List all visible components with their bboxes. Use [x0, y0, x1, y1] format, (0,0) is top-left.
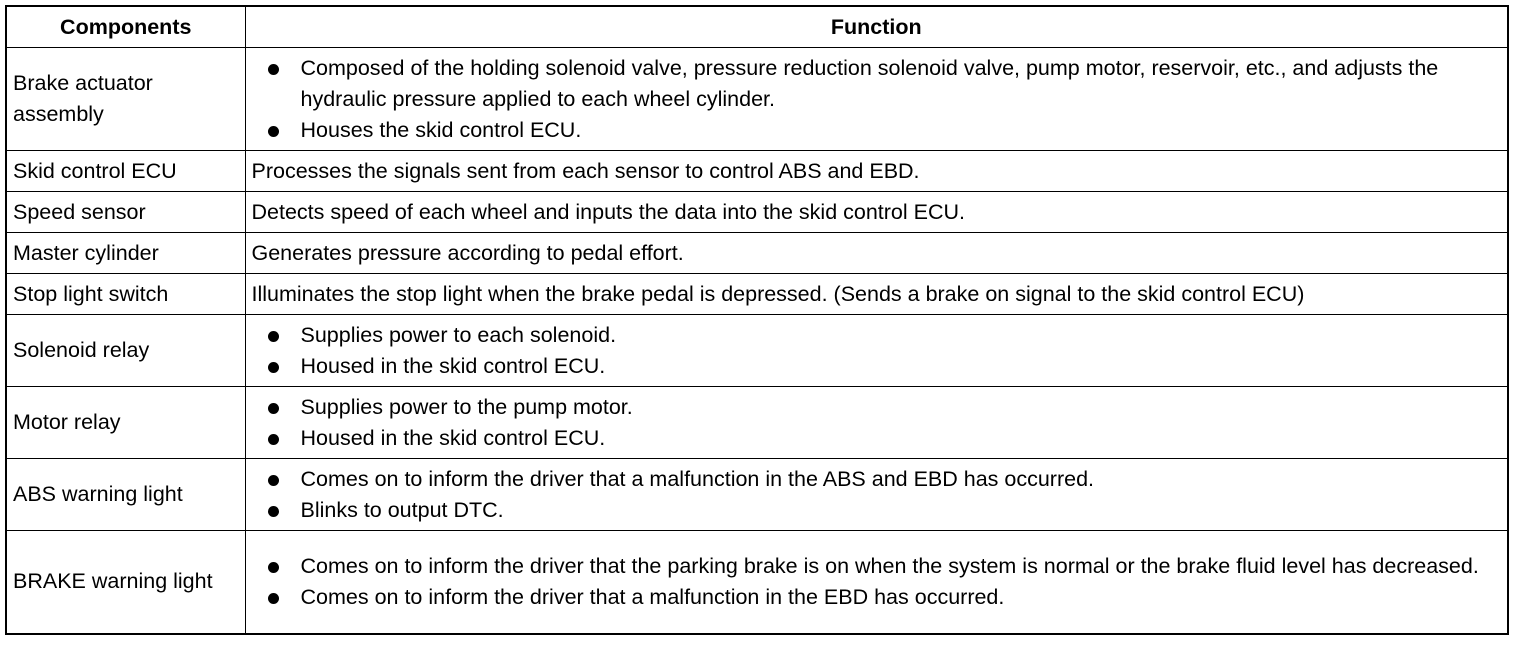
- component-cell: Motor relay: [5, 386, 246, 459]
- table-row: Master cylinder Generates pressure accor…: [5, 232, 1509, 274]
- bullet-icon: [267, 433, 279, 445]
- table-row: BRAKE warning light Comes on to inform t…: [5, 530, 1509, 634]
- component-cell: Speed sensor: [5, 191, 246, 233]
- bullet-text: Composed of the holding solenoid valve, …: [300, 55, 1439, 111]
- function-bullet-list: Comes on to inform the driver that a mal…: [267, 464, 1502, 526]
- function-cell: Comes on to inform the driver that a mal…: [244, 458, 1509, 531]
- bullet-icon: [267, 474, 279, 486]
- table-row: Solenoid relay Supplies power to each so…: [5, 314, 1509, 387]
- component-cell: Skid control ECU: [5, 150, 246, 192]
- function-bullet-list: Supplies power to the pump motor. Housed…: [267, 392, 1502, 454]
- bullet-icon: [267, 330, 279, 342]
- bullet-text: Housed in the skid control ECU.: [300, 353, 606, 378]
- bullet-text: Supplies power to the pump motor.: [300, 394, 633, 419]
- document: Components Function Brake actuator assem…: [5, 5, 1509, 635]
- function-cell: Detects speed of each wheel and inputs t…: [244, 191, 1509, 233]
- component-cell: Solenoid relay: [5, 314, 246, 387]
- function-bullet: Comes on to inform the driver that a mal…: [267, 582, 1502, 613]
- components-function-table: Components Function Brake actuator assem…: [5, 5, 1509, 635]
- header-components: Components: [5, 5, 246, 48]
- table-row: Brake actuator assembly Composed of the …: [5, 47, 1509, 151]
- bullet-text: Blinks to output DTC.: [300, 497, 504, 522]
- table-row: Stop light switch Illuminates the stop l…: [5, 273, 1509, 315]
- function-bullet: Houses the skid control ECU.: [267, 115, 1502, 146]
- function-cell: Processes the signals sent from each sen…: [244, 150, 1509, 192]
- bullet-text: Houses the skid control ECU.: [300, 117, 582, 142]
- function-bullet: Composed of the holding solenoid valve, …: [267, 53, 1502, 115]
- bullet-icon: [267, 63, 279, 75]
- bullet-icon: [267, 125, 279, 137]
- bullet-icon: [267, 561, 279, 573]
- function-bullet: Comes on to inform the driver that the p…: [267, 551, 1502, 582]
- bullet-text: Supplies power to each solenoid.: [300, 322, 617, 347]
- component-cell: Brake actuator assembly: [5, 47, 246, 151]
- function-cell: Illuminates the stop light when the brak…: [244, 273, 1509, 315]
- function-bullet: Blinks to output DTC.: [267, 495, 1502, 526]
- bullet-text: Comes on to inform the driver that a mal…: [300, 466, 1095, 491]
- function-cell: Supplies power to the pump motor. Housed…: [244, 386, 1509, 459]
- function-cell: Generates pressure according to pedal ef…: [244, 232, 1509, 274]
- table-header-row: Components Function: [5, 5, 1509, 48]
- function-bullet: Housed in the skid control ECU.: [267, 351, 1502, 382]
- function-bullet: Supplies power to each solenoid.: [267, 320, 1502, 351]
- table-row: Motor relay Supplies power to the pump m…: [5, 386, 1509, 459]
- function-bullet: Housed in the skid control ECU.: [267, 423, 1502, 454]
- bullet-text: Comes on to inform the driver that the p…: [300, 553, 1479, 578]
- function-cell: Supplies power to each solenoid. Housed …: [244, 314, 1509, 387]
- table-row: Speed sensor Detects speed of each wheel…: [5, 191, 1509, 233]
- bullet-icon: [267, 592, 279, 604]
- bullet-icon: [267, 505, 279, 517]
- component-cell: BRAKE warning light: [5, 530, 246, 634]
- function-cell: Comes on to inform the driver that the p…: [244, 530, 1509, 634]
- bullet-text: Comes on to inform the driver that a mal…: [300, 584, 1005, 609]
- bullet-icon: [267, 402, 279, 414]
- component-cell: ABS warning light: [5, 458, 246, 531]
- header-function: Function: [244, 5, 1509, 48]
- table-row: ABS warning light Comes on to inform the…: [5, 458, 1509, 531]
- table-row: Skid control ECU Processes the signals s…: [5, 150, 1509, 192]
- function-cell: Composed of the holding solenoid valve, …: [244, 47, 1509, 151]
- function-bullet: Supplies power to the pump motor.: [267, 392, 1502, 423]
- function-bullet: Comes on to inform the driver that a mal…: [267, 464, 1502, 495]
- function-bullet-list: Comes on to inform the driver that the p…: [267, 551, 1502, 613]
- bullet-icon: [267, 361, 279, 373]
- function-bullet-list: Supplies power to each solenoid. Housed …: [267, 320, 1502, 382]
- bullet-text: Housed in the skid control ECU.: [300, 425, 606, 450]
- component-cell: Stop light switch: [5, 273, 246, 315]
- function-bullet-list: Composed of the holding solenoid valve, …: [267, 53, 1502, 146]
- component-cell: Master cylinder: [5, 232, 246, 274]
